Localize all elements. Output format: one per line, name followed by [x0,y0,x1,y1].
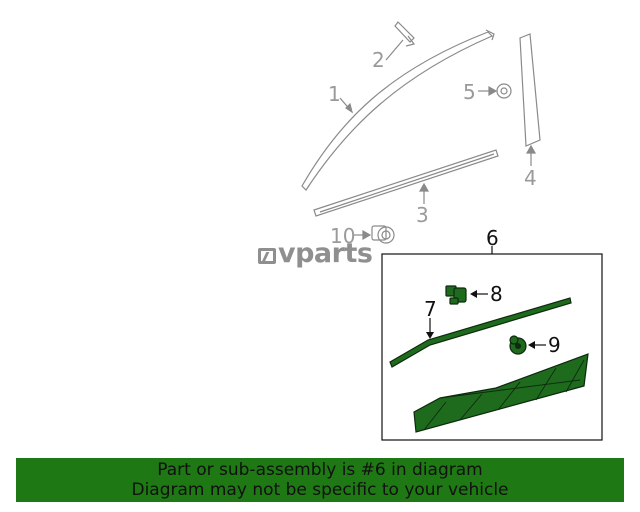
callout-3: 3 [416,203,429,227]
callout-9: 9 [548,333,561,357]
banner-line-1: Part or sub-assembly is #6 in diagram [157,460,483,480]
banner-line-2: Diagram may not be specific to your vehi… [131,480,509,500]
gray-leaders [339,39,537,241]
callout-10: 10 [330,224,355,248]
logo-text: vparts [278,238,373,269]
part-4-garnish [519,33,541,147]
callout-1: 1 [328,82,341,106]
vparts-logo-mark-icon [258,248,276,264]
part-2-clip [394,21,416,47]
part-9-clip [509,335,527,355]
callout-5: 5 [463,80,476,104]
part-7-molding [389,297,572,368]
callout-2: 2 [372,48,385,72]
callout-4: 4 [524,166,537,190]
part-10-clip [371,225,395,244]
callout-7: 7 [424,297,437,321]
part-5-nut [496,83,512,99]
callout-6: 6 [486,226,499,250]
callout-8: 8 [490,282,503,306]
info-banner: Part or sub-assembly is #6 in diagram Di… [16,458,624,502]
subassembly-6-panel [413,353,589,433]
vparts-logo: vparts [258,238,373,269]
part-3-molding [313,149,499,217]
part-1-molding [301,29,495,191]
part-8-clip [445,285,467,305]
